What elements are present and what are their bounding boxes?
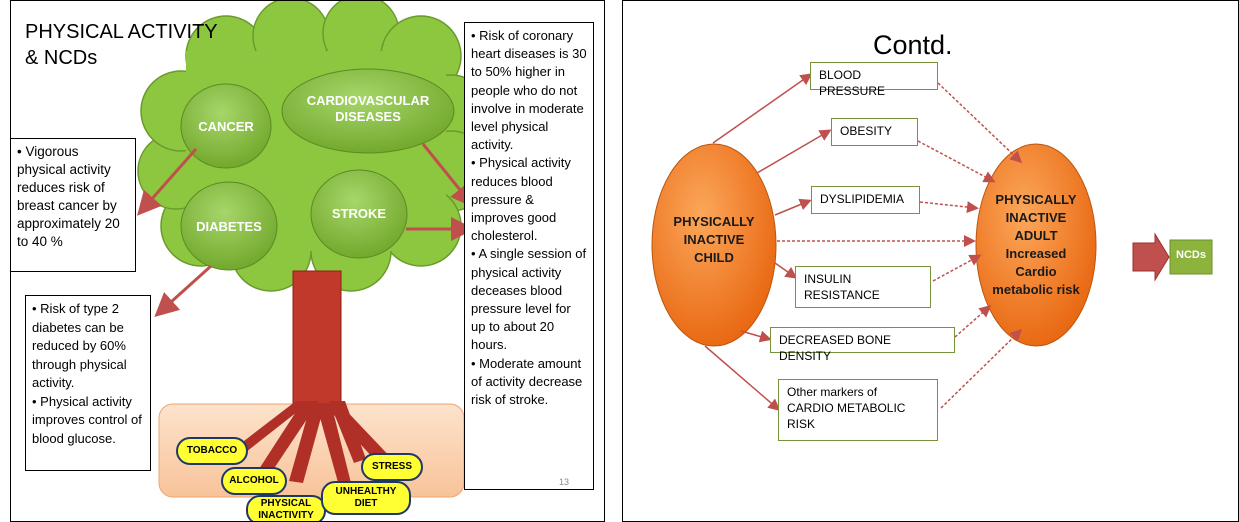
factor-other-markers: Other markers of CARDIO METABOLIC RISK xyxy=(778,379,938,441)
tree-graphic xyxy=(137,1,492,498)
child-oval xyxy=(651,143,777,347)
child-oval-label: PHYSICALLY INACTIVE CHILD xyxy=(652,213,776,267)
root-physical-inactivity: PHYSICAL INACTIVITY xyxy=(246,495,326,521)
heart-info-text-4: • Moderate amount of activity decrease r… xyxy=(471,355,583,408)
factor-other-line-3: RISK xyxy=(787,417,816,431)
factor-other-line-1: Other markers of xyxy=(787,385,878,399)
slide-title: PHYSICAL ACTIVITY & NCDs xyxy=(25,19,218,71)
adult-label-line-6: metabolic risk xyxy=(992,282,1080,297)
child-label-line-2: INACTIVE xyxy=(683,232,745,247)
ncds-label: NCDs xyxy=(1176,249,1206,261)
factor-insulin-resistance: INSULIN RESISTANCE xyxy=(795,266,931,308)
left-slide: PHYSICAL ACTIVITY & NCDs CANCER CARDIOVA… xyxy=(10,0,605,522)
flow-diagram xyxy=(651,73,1213,411)
adult-label-line-5: Cardio xyxy=(1015,264,1057,279)
heart-stroke-info-box: • Risk of coronary heart diseases is 30 … xyxy=(464,22,594,490)
stroke-label: STROKE xyxy=(331,206,387,221)
child-label-line-3: CHILD xyxy=(694,250,734,265)
child-label-line-1: PHYSICALLY xyxy=(673,214,755,229)
tree-trunk xyxy=(292,270,342,407)
diabetes-info-text-1: • Risk of type 2 diabetes can be reduced… xyxy=(32,301,127,390)
factor-other-line-2: CARDIO METABOLIC xyxy=(787,401,906,415)
diabetes-oval xyxy=(180,181,278,271)
adult-label-line-3: ADULT xyxy=(1014,228,1058,243)
cancer-oval xyxy=(180,83,272,169)
root-tobacco: TOBACCO xyxy=(176,437,248,465)
diabetes-info-text-2: • Physical activity improves control of … xyxy=(32,393,142,446)
factor-dyslipidemia: DYSLIPIDEMIA xyxy=(811,186,920,214)
root-alcohol: ALCOHOL xyxy=(221,467,287,495)
ncd-arrow xyxy=(1132,232,1170,282)
heart-info-text-3: • A single session of physical activity … xyxy=(471,246,587,353)
cardiovascular-label-line-2: DISEASES xyxy=(335,109,401,124)
root-stress: STRESS xyxy=(361,453,423,481)
heart-info-text-1: • Risk of coronary heart diseases is 30 … xyxy=(471,28,587,153)
stroke-oval xyxy=(310,169,408,259)
page-number: 13 xyxy=(559,477,570,487)
cardiovascular-oval xyxy=(281,68,455,154)
cancer-info-text: • Vigorous physical activity reduces ris… xyxy=(17,144,120,249)
title-line-2: & NCDs xyxy=(25,47,98,69)
adult-label-line-1: PHYSICALLY xyxy=(995,192,1077,207)
right-slide-title: Contd. xyxy=(873,30,953,60)
factor-obesity: OBESITY xyxy=(831,118,918,146)
tree-roots xyxy=(231,401,396,486)
factor-insulin-line-2: RESISTANCE xyxy=(804,288,880,302)
diabetes-label: DIABETES xyxy=(196,219,262,234)
factor-blood-pressure: BLOOD PRESSURE xyxy=(810,62,938,98)
cardiovascular-label: CARDIOVASCULAR DISEASES xyxy=(283,93,453,125)
cancer-label: CANCER xyxy=(198,119,254,134)
root-unhealthy-diet: UNHEALTHY DIET xyxy=(321,481,411,515)
adult-label-line-2: INACTIVE xyxy=(1005,210,1067,225)
title-line-1: PHYSICAL ACTIVITY xyxy=(25,21,218,43)
right-slide: Contd. BLOOD PRESSURE OBESITY DYSLIPIDEM… xyxy=(622,0,1239,522)
adult-oval xyxy=(975,143,1097,347)
ncd-box xyxy=(1169,239,1213,275)
factor-insulin-line-1: INSULIN xyxy=(804,272,852,286)
factor-bone-density: DECREASED BONE DENSITY xyxy=(770,327,955,363)
diabetes-info-box: • Risk of type 2 diabetes can be reduced… xyxy=(25,295,151,471)
cancer-info-box: • Vigorous physical activity reduces ris… xyxy=(11,138,136,272)
heart-info-text-2: • Physical activity reduces blood pressu… xyxy=(471,155,571,244)
adult-oval-label: PHYSICALLY INACTIVE ADULT Increased Card… xyxy=(976,191,1096,299)
cardiovascular-label-line-1: CARDIOVASCULAR xyxy=(306,93,430,108)
adult-label-line-4: Increased xyxy=(1005,246,1067,261)
